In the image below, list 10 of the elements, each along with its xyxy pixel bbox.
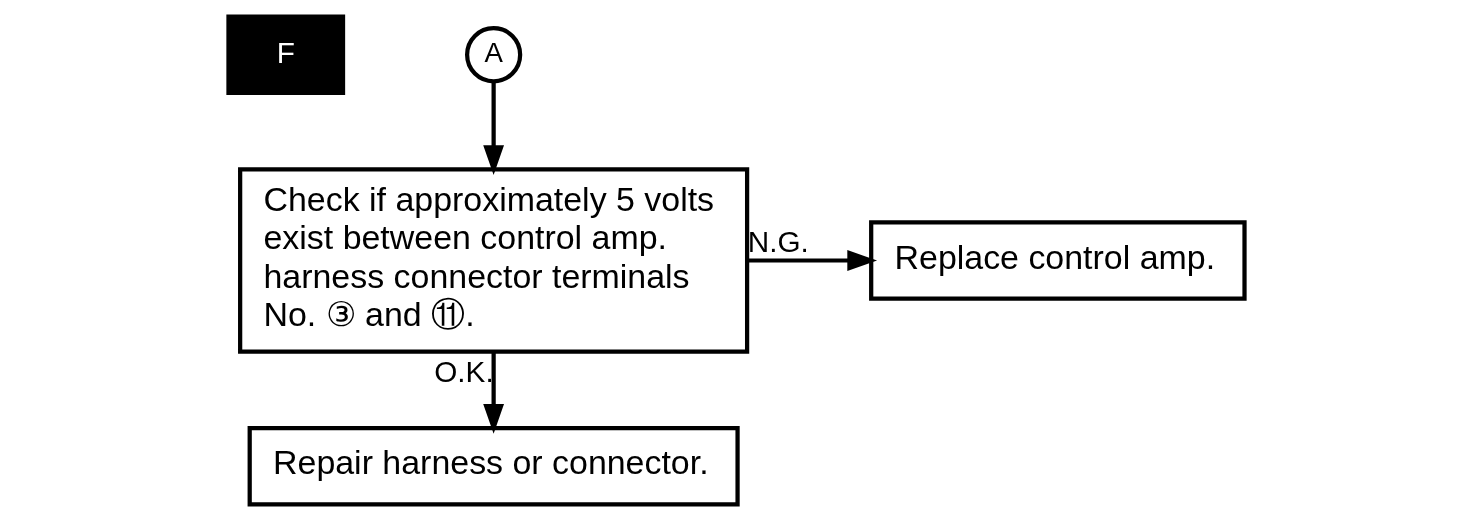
arrow: [483, 81, 505, 175]
node-box: Check if approximately 5 volts exist between control amp. harness connector terminals No. ③ and ⑪.: [238, 167, 750, 354]
edge-label: O.K.: [434, 354, 494, 388]
node-circle: A: [465, 26, 523, 84]
node-box: Replace control amp.: [869, 220, 1247, 301]
label: F: [276, 35, 295, 69]
arrow: [483, 352, 505, 434]
arrow: [747, 250, 878, 271]
node-box: Repair harness or connector.: [247, 425, 740, 507]
edge-label: N.G.: [747, 225, 809, 259]
